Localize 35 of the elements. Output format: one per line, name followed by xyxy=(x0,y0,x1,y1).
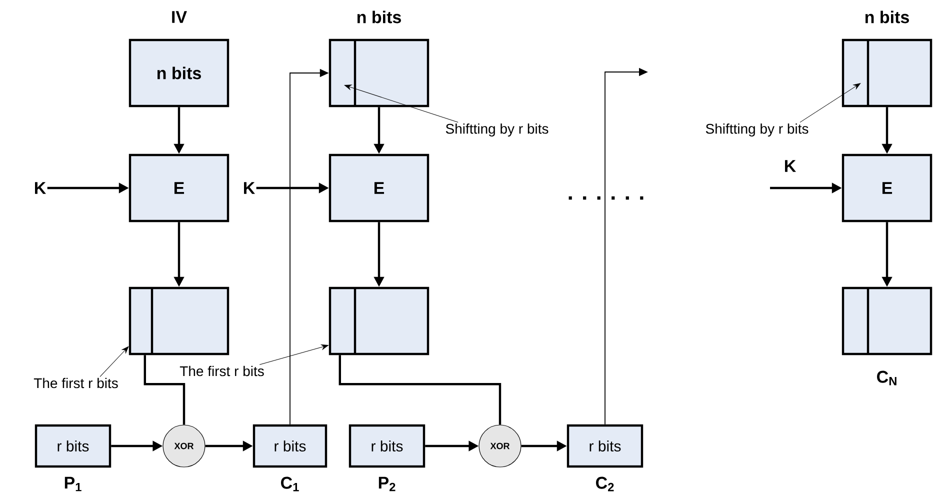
register-label: IV xyxy=(172,11,187,23)
register-label: n bits xyxy=(357,10,401,24)
register-box: r bits xyxy=(252,424,328,468)
annotation-text: Shiftting by r bits xyxy=(706,123,808,137)
register-box: r bits xyxy=(566,424,644,468)
key-label: K xyxy=(244,182,255,194)
key-label: K xyxy=(35,182,46,194)
annotation-text: The first r bits xyxy=(180,366,264,376)
encryption-box: E xyxy=(328,154,430,222)
shift-register xyxy=(128,286,230,356)
register-label: C$_{1}$ xyxy=(281,476,299,492)
ellipsis-dots: . . . . . . xyxy=(568,196,644,200)
leader-line xyxy=(800,83,861,123)
encryption-box: E xyxy=(842,154,932,222)
connector-line xyxy=(144,355,186,425)
register-label: C$_{N}$ xyxy=(877,370,896,386)
register-box: n bits xyxy=(128,38,230,108)
register-box: r bits xyxy=(34,424,112,468)
encryption-box: E xyxy=(128,154,230,222)
shift-register xyxy=(842,286,932,356)
register-label: P$_{1}$ xyxy=(64,476,82,492)
shift-register xyxy=(328,38,430,108)
leader-line xyxy=(100,346,129,377)
annotation-text: The first r bits xyxy=(34,378,118,388)
register-label: C$_{2}$ xyxy=(596,476,614,492)
annotation-text: Shiftting by r bits xyxy=(446,123,548,137)
key-label: K xyxy=(785,160,796,172)
shift-register xyxy=(842,38,932,108)
leader-line xyxy=(259,344,328,365)
register-label: n bits xyxy=(865,10,909,24)
connector-line xyxy=(338,355,502,425)
register-box: r bits xyxy=(348,424,426,468)
register-label: P$_{2}$ xyxy=(378,476,396,492)
shift-register xyxy=(328,286,430,356)
leader-line xyxy=(344,84,458,123)
